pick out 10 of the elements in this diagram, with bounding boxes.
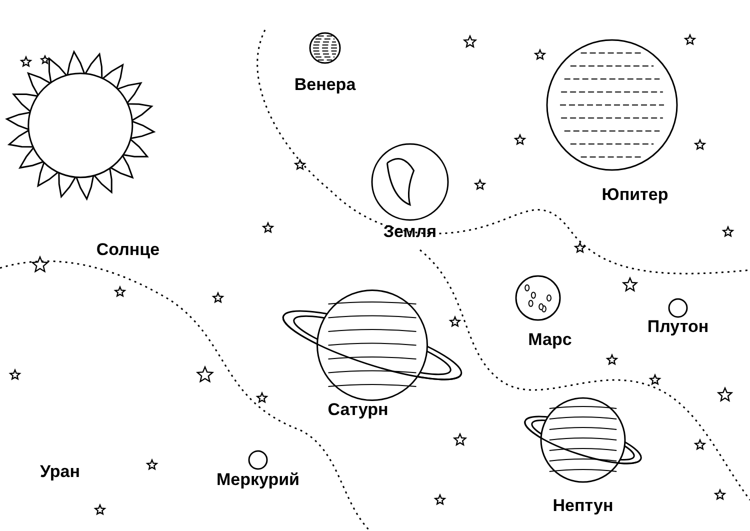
planet-name: Солнце: [96, 240, 160, 260]
planet-name: Юпитер: [602, 185, 668, 205]
planet-name: Венера: [294, 75, 356, 95]
planet-name: Нептун: [552, 496, 614, 516]
planet-name: Уран: [40, 462, 80, 482]
planet-name: Плутон: [647, 317, 709, 337]
planet-name: Сатурн: [328, 400, 388, 420]
planet-name: Марс: [528, 330, 572, 350]
planet-name: Меркурий: [216, 470, 300, 490]
planet-name: Земля: [383, 222, 437, 242]
